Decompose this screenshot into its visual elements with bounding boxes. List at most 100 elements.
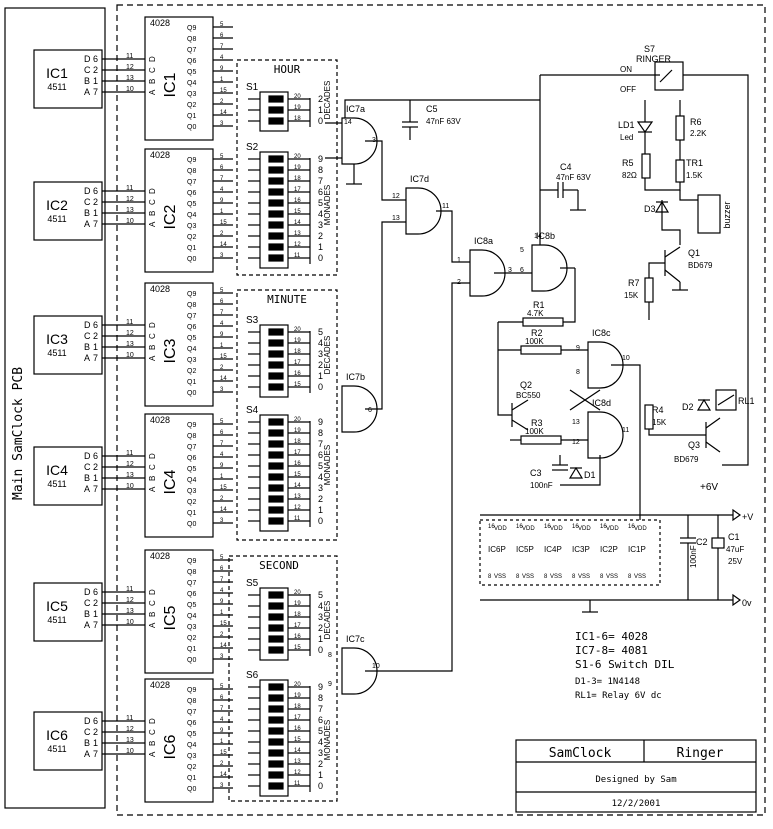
dip-switch-lever [268,451,284,459]
pin-name: A [84,620,90,630]
r6-label: R6 [690,117,702,127]
switch-pin: 18 [294,349,301,355]
dip-switch-lever [268,440,284,448]
output-pin: Q9 [187,422,196,429]
gate-label: IC8a [474,236,493,246]
switch-name: S6 [246,670,259,681]
pin16-label: 16 [628,524,635,530]
output-pin-number: 3 [220,121,224,127]
input-pin: B [148,741,157,746]
output-pin-number: 9 [220,599,224,605]
designer: Designed by Sam [595,775,676,785]
switch-pin: 18 [294,704,301,710]
switch-group [236,59,338,276]
pin-number: 1 [93,76,98,86]
switch-value: 1 [318,634,323,644]
pin-name: D [84,54,91,64]
d2-label: D2 [682,402,694,412]
output-pin-number: 1 [220,739,224,745]
input-pin: D [148,718,157,724]
output-pin: Q5 [187,602,196,609]
ic4028-name: IC6 [162,734,179,759]
output-pin: Q1 [187,510,196,517]
r3-label: R3 [531,418,543,428]
switch-value: 5 [318,726,323,736]
gate-pin: 14 [344,119,352,126]
output-pin: Q5 [187,201,196,208]
wire [717,394,735,406]
output-pin-number: 15 [220,621,227,627]
s7-label: S7 [644,44,655,54]
input-pin: B [148,476,157,481]
gate-pin: 13 [392,215,400,222]
input-pin: A [148,89,157,95]
pin-number: 6 [93,716,98,726]
gate-pin: 3 [372,137,376,144]
dip-switch-lever [268,199,284,207]
switch-pin: 13 [294,231,301,237]
switch-pin: 16 [294,726,301,732]
dip-switch-lever [268,210,284,218]
wire [563,268,576,323]
switch-value: 7 [318,176,323,186]
pin-name: D [84,320,91,330]
switch-pin: 11 [294,781,301,787]
wire-number: 11 [126,185,133,192]
wire-number: 11 [126,319,133,326]
buzzer-body [697,194,721,234]
dip-switch-lever [268,591,284,599]
output-pin: Q6 [187,58,196,65]
output-pin: Q5 [187,335,196,342]
switch-pin: 20 [294,682,301,688]
switch-pin: 11 [294,516,301,522]
pin8-label: 8 [628,574,632,580]
output-pin: Q8 [187,168,196,175]
switch-value: 1 [318,505,323,515]
dip-switch-lever [268,155,284,163]
output-pin: Q1 [187,775,196,782]
output-pin-number: 7 [220,441,224,447]
vplus-arrow [732,508,742,522]
output-pin-number: 7 [220,44,224,50]
tr1-value: 1.5K [686,171,703,180]
input-pin: C [148,67,157,73]
and-gate-ic8c [587,341,624,389]
pin-number: 6 [93,587,98,597]
wire [365,140,406,201]
output-pin-number: 7 [220,706,224,712]
output-pin-number: 5 [220,419,224,425]
q2-value: BC550 [516,391,541,400]
output-pin: Q4 [187,346,196,353]
gate-label: IC7d [410,174,429,184]
output-pin: Q3 [187,753,196,760]
gate-pin: 8 [576,369,580,376]
switch-value: 1 [318,770,323,780]
v0-label: 0v [742,598,752,608]
ic4028-part: 4028 [150,18,170,28]
pin-name: A [84,484,90,494]
ic-power-block [479,519,661,586]
ic4511-box [33,49,103,109]
input-pin: B [148,345,157,350]
switch-pin: 14 [294,483,301,489]
led-symbol [636,121,654,134]
dip-switch-lever [268,602,284,610]
output-pin: Q3 [187,624,196,631]
rl1-label: RL1 [738,396,755,406]
dip-switch-lever [268,177,284,185]
output-pin: Q7 [187,179,196,186]
pin-number: 6 [93,186,98,196]
output-pin-number: 15 [220,220,227,226]
wire [611,364,641,520]
pin-number: 1 [93,609,98,619]
switch-value: 0 [318,253,323,263]
input-pin: C [148,333,157,339]
vdd-label: VDD [578,526,591,532]
output-pin-number: 9 [220,728,224,734]
output-pin: Q5 [187,466,196,473]
switch-pin: 17 [294,450,301,456]
switch-pin: 19 [294,165,301,171]
and-gate-ic7d [405,187,442,235]
wire-number: 12 [126,64,134,71]
wire-number: 13 [126,608,134,615]
